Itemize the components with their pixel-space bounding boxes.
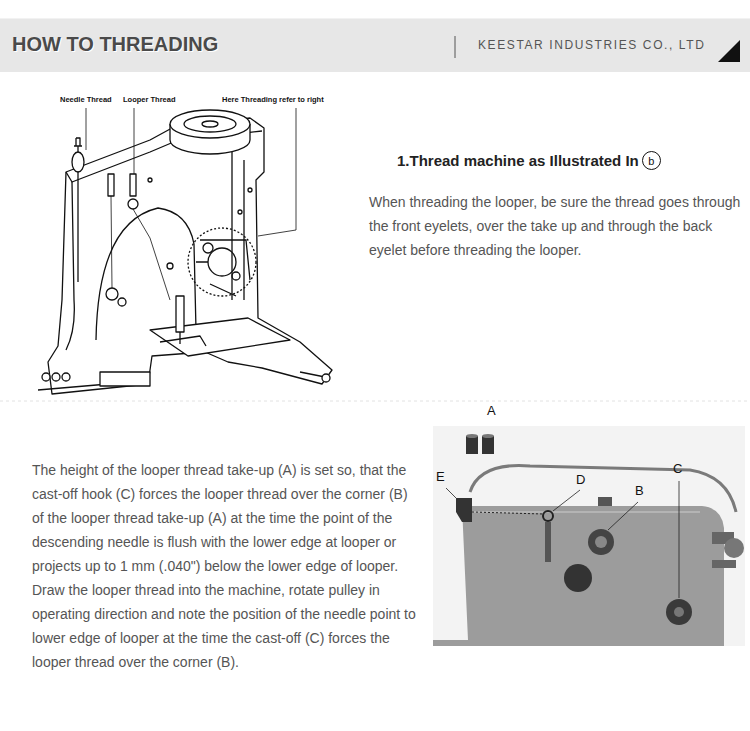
step-heading: 1.Thread machine as Illustrated In (397, 152, 639, 169)
thread-guide (456, 498, 472, 522)
take-up-knob (482, 436, 494, 454)
callout-letter: E (436, 470, 445, 485)
take-up-corner (588, 529, 614, 555)
pulley-rim (184, 116, 236, 132)
looper-eyelet (203, 243, 213, 253)
pulley-top (170, 110, 250, 138)
column-edge (66, 182, 74, 350)
side-panel (232, 152, 244, 300)
band-separator (455, 36, 456, 58)
knob (322, 374, 330, 382)
part-name: Needle Thread (60, 96, 112, 105)
looper-area (188, 228, 256, 296)
leader-line (679, 481, 680, 598)
leader-line (258, 108, 296, 236)
machine-body (48, 118, 332, 394)
circled-letter: b (642, 151, 661, 170)
leader-line (134, 108, 135, 174)
header-band: HOW TO THREADING KEESTAR INDUSTRIES CO., … (0, 18, 750, 72)
needle (179, 332, 180, 344)
knob (598, 497, 612, 506)
part-name: Looper Thread (123, 96, 176, 105)
part-note: Here Threading refer to right (222, 96, 324, 105)
take-up-knob (466, 436, 478, 454)
looper-linkage (196, 240, 250, 296)
machine-head (433, 506, 724, 646)
tension-disc (106, 288, 118, 300)
looper-eyelet (232, 272, 240, 280)
callout-letter: A (487, 404, 496, 419)
machine-photo (433, 426, 745, 646)
pulley (724, 538, 744, 558)
presser-foot (160, 336, 206, 346)
photo-ground (433, 426, 745, 646)
page-heading: HOW TO THREADING (12, 33, 218, 55)
circled-letter-text: b (648, 155, 654, 167)
screw (148, 178, 152, 182)
body-text: The height of the looper thread take-up … (32, 458, 422, 674)
looper-gear (208, 248, 236, 276)
thread-path (111, 196, 170, 300)
leader-line (446, 488, 456, 498)
machine-line-drawing (38, 110, 332, 394)
base-block (100, 372, 150, 386)
leader-line (608, 502, 638, 530)
cast-off-hook (666, 599, 692, 625)
knob-top (482, 434, 494, 438)
leader-line (553, 490, 580, 511)
knob (42, 373, 50, 381)
body-text: When threading the looper, be sure the t… (369, 190, 745, 262)
screw (167, 263, 173, 269)
needle-bar (176, 296, 184, 332)
thread-guide (108, 174, 114, 196)
cast-off-hub (674, 607, 684, 617)
screw (248, 188, 252, 192)
header-band-art (0, 18, 750, 72)
work-bed (150, 318, 290, 356)
arm-top (470, 466, 736, 512)
section-separator (0, 401, 750, 402)
leader-line (86, 108, 87, 150)
thread-guide (130, 174, 136, 196)
eyelet (543, 511, 553, 521)
knob (62, 373, 70, 381)
callout-letter: C (673, 462, 682, 477)
tension-disc (128, 199, 138, 209)
tension-disc (118, 298, 126, 306)
knob (52, 373, 60, 381)
corner-triangle (718, 40, 740, 62)
oil-cup (72, 152, 84, 172)
screw (238, 210, 242, 214)
callout-letter: B (635, 484, 644, 499)
band-ground (0, 18, 750, 72)
band-edge (0, 18, 750, 19)
thread-line (472, 512, 543, 514)
leader-lines (86, 108, 296, 236)
company-name: KEESTAR INDUSTRIES CO., LTD (478, 39, 705, 52)
take-up-hub (595, 536, 607, 548)
shaft-hole (564, 564, 592, 592)
knob-top (466, 434, 478, 438)
circle-outline (642, 152, 660, 170)
bracket (712, 560, 736, 568)
callout-letter: D (576, 473, 585, 488)
eyelet-post (545, 522, 551, 562)
oil-cup-cap (74, 138, 82, 146)
pulley-hub (202, 121, 218, 127)
